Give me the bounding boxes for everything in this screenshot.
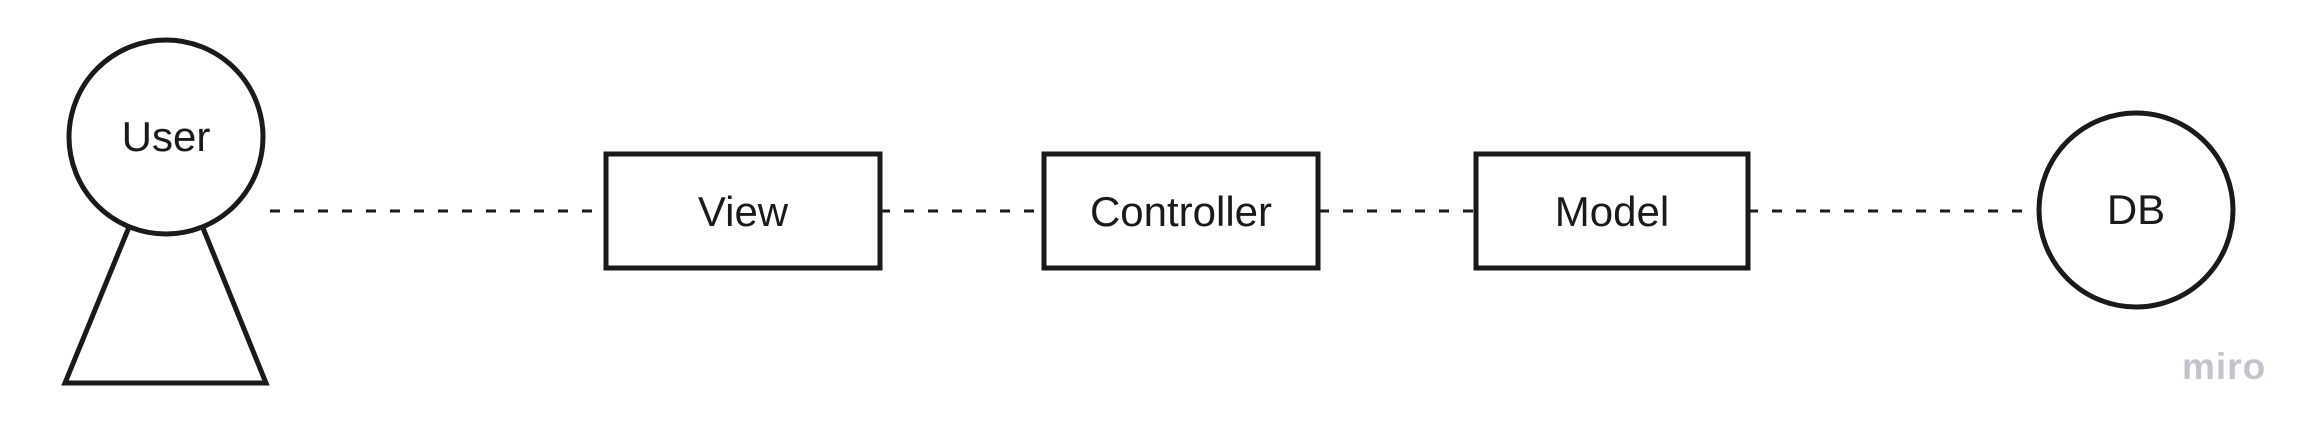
controller-rectangle: [1041, 151, 1321, 271]
view-rectangle: [603, 151, 883, 271]
actor-body-triangle: [61, 130, 270, 386]
db-circle: [2036, 110, 2236, 310]
node-db[interactable]: DB: [2036, 110, 2236, 310]
node-label-controller: Controller: [1090, 188, 1272, 235]
node-controller[interactable]: Controller: [1041, 151, 1321, 271]
node-label-db: DB: [2107, 186, 2165, 233]
actor-head-circle: [66, 37, 266, 237]
node-label-view: View: [698, 188, 789, 235]
miro-watermark: miro: [2182, 346, 2266, 387]
node-label-user: User: [122, 113, 211, 160]
node-view[interactable]: View: [603, 151, 883, 271]
node-user-actor[interactable]: User: [61, 37, 270, 386]
node-model[interactable]: Model: [1473, 151, 1751, 271]
model-rectangle: [1473, 151, 1751, 271]
node-label-model: Model: [1555, 188, 1669, 235]
